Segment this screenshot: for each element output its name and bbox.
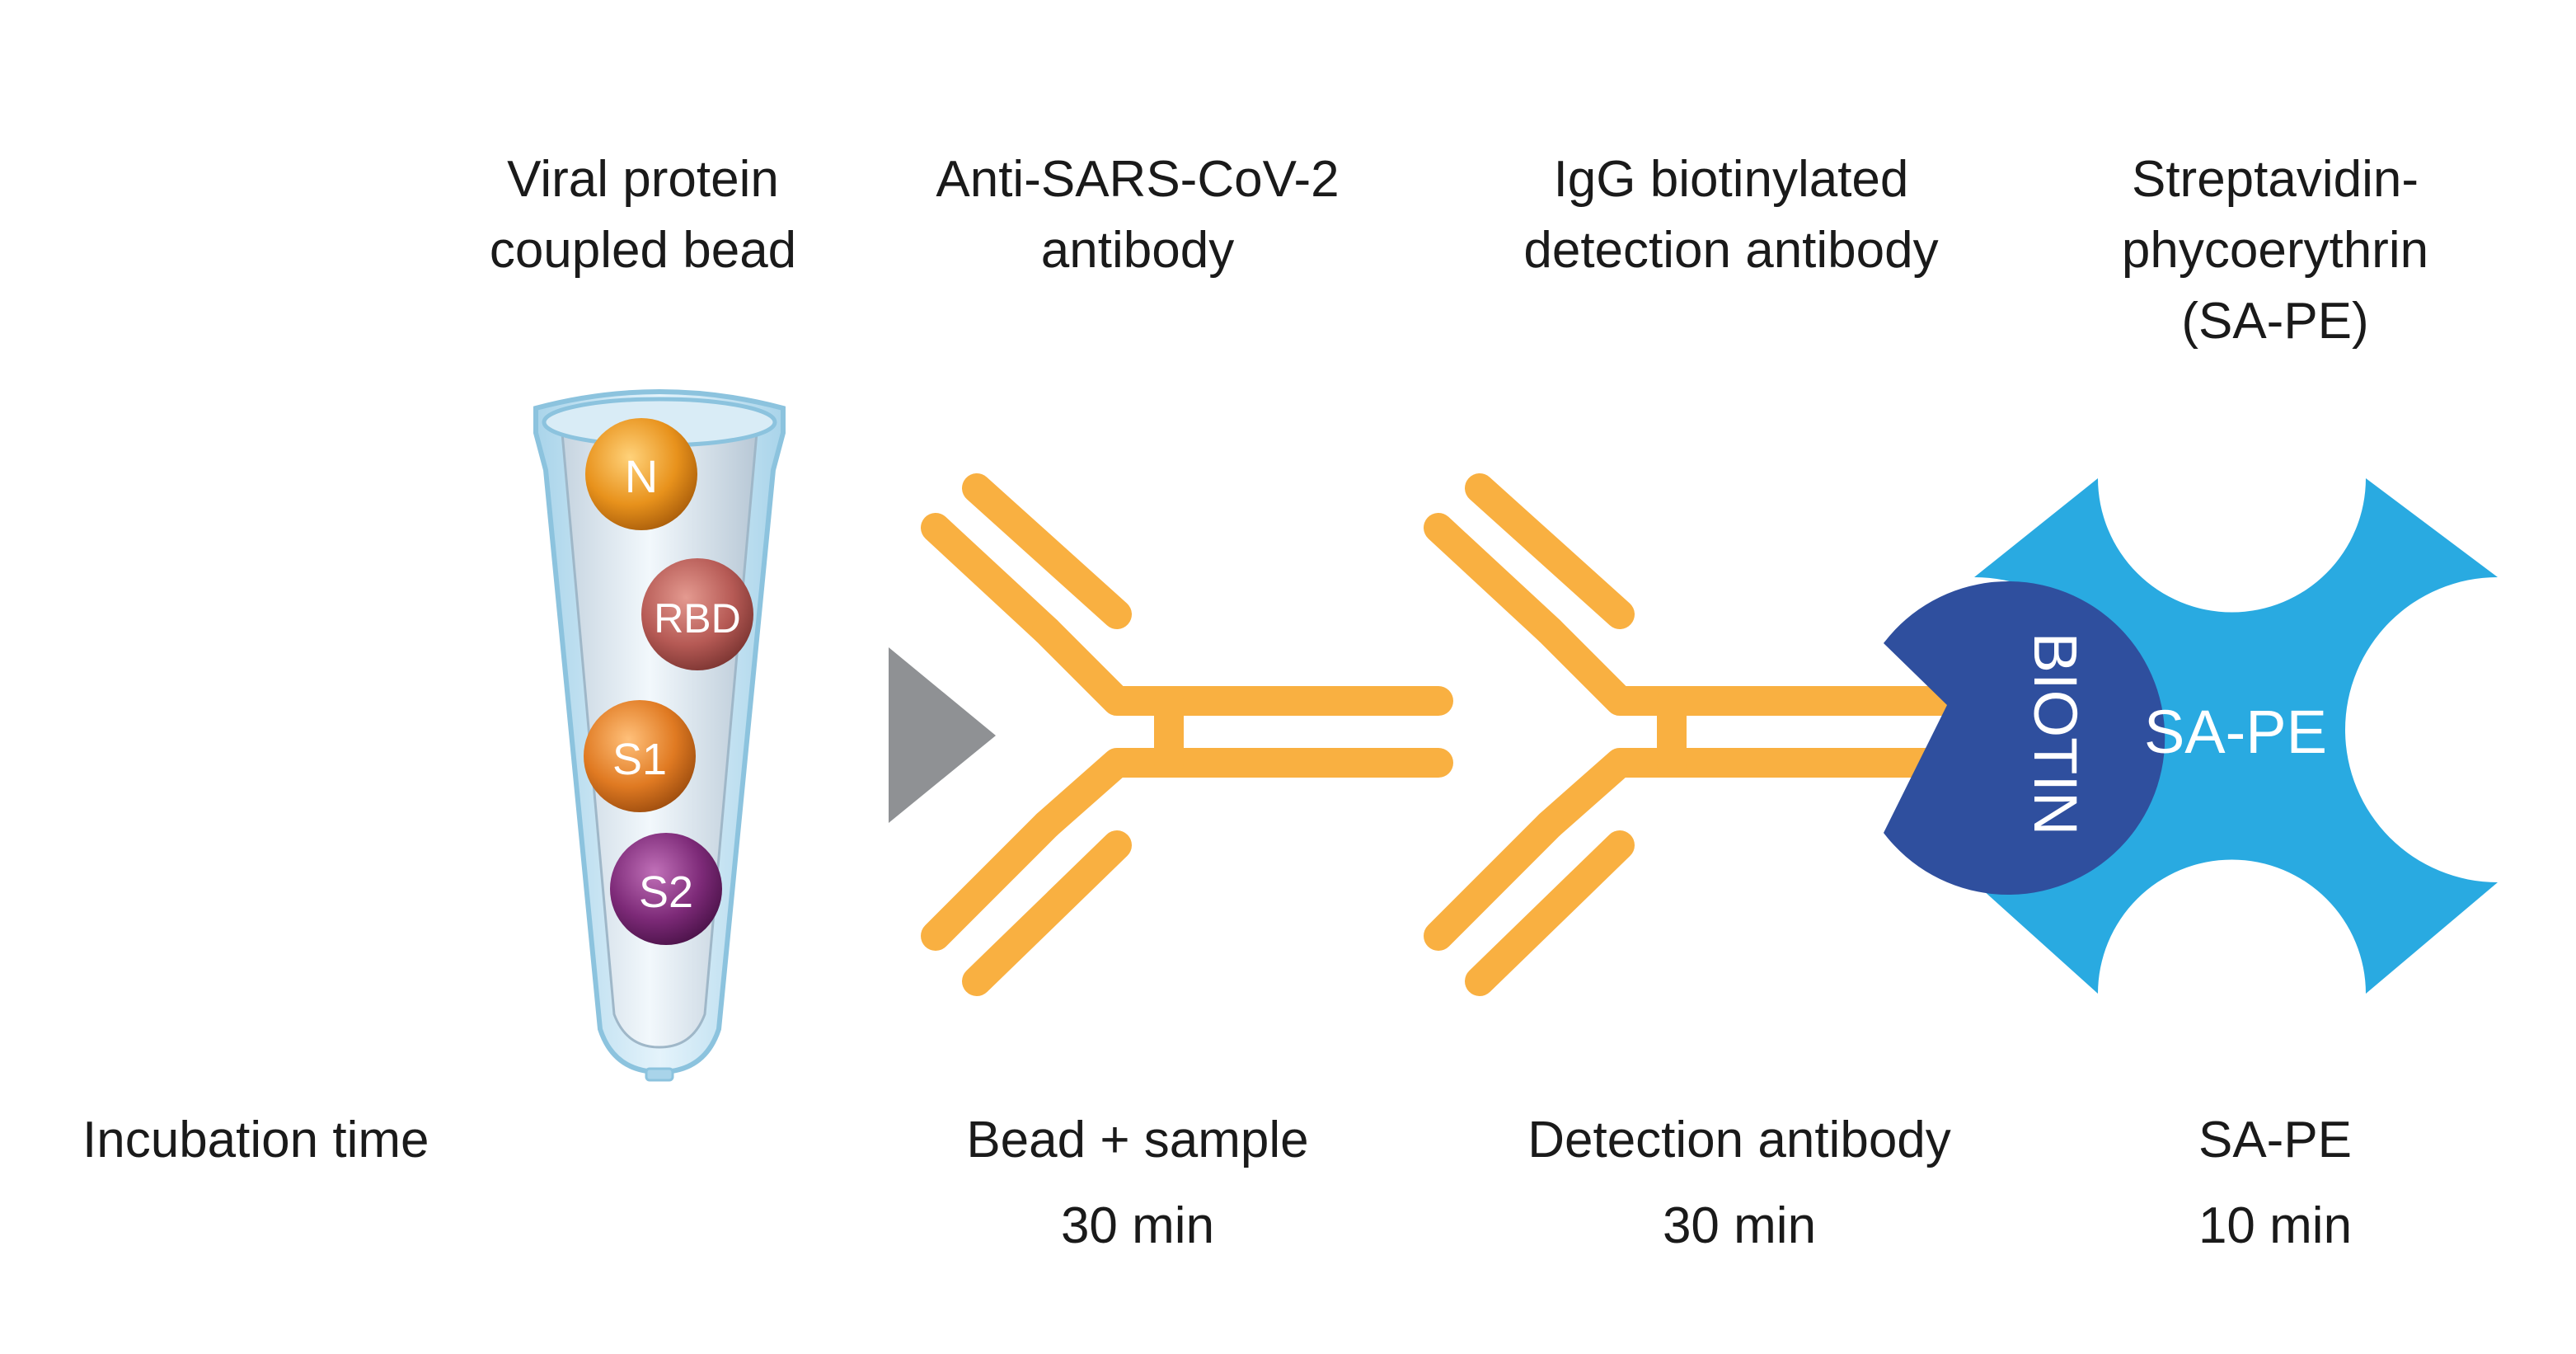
antibody-label-line-2: antibody <box>1040 222 1235 279</box>
detection-antibody-label: IgG biotinylated detection antibody <box>1393 144 2069 286</box>
detection-label-line-2: detection antibody <box>1523 222 1939 279</box>
bead-rbd-label: RBD <box>654 595 741 642</box>
antibody-label-line-1: Anti-SARS-CoV-2 <box>936 151 1340 208</box>
sape-label: Streptavidin- phycoerythrin (SA-PE) <box>1995 144 2555 357</box>
sape-center-label: SA-PE <box>2144 698 2327 766</box>
detection-antibody <box>1424 473 1956 996</box>
step-3-name: SA-PE <box>2198 1112 2353 1168</box>
sape-label-line-2: phycoerythrin <box>2121 222 2429 279</box>
step-3-time: 10 min <box>2198 1197 2353 1254</box>
bead-s1-label: S1 <box>612 735 667 784</box>
sape-molecule <box>1974 478 2498 994</box>
incubation-time-label: Incubation time <box>82 1112 429 1168</box>
step-1-name: Bead + sample <box>966 1112 1309 1168</box>
bead-s2: S2 <box>610 833 722 945</box>
bead-label-line-1: Viral protein <box>507 151 779 208</box>
bead-label-line-2: coupled bead <box>489 222 797 279</box>
antibody-label: Anti-SARS-CoV-2 antibody <box>833 144 1443 286</box>
bead-n: N <box>585 418 697 530</box>
bead-label: Viral protein coupled bead <box>363 144 923 286</box>
detection-label-line-1: IgG biotinylated <box>1553 151 1909 208</box>
step-sape: SA-PE 10 min <box>2020 1105 2531 1262</box>
sape-label-line-3: (SA-PE) <box>2181 293 2369 350</box>
bead-s2-label: S2 <box>639 867 693 917</box>
process-arrow <box>889 647 996 823</box>
biotin-molecule <box>1884 581 2165 895</box>
step-2-time: 30 min <box>1662 1197 1817 1254</box>
bead-rbd: RBD <box>641 558 753 670</box>
bead-s1: S1 <box>584 700 696 812</box>
anti-sars-cov-2-antibody <box>921 473 1453 996</box>
sape-label-line-1: Streptavidin- <box>2131 151 2419 208</box>
biotin-label: BIOTIN <box>2021 632 2090 836</box>
step-1-time: 30 min <box>1060 1197 1215 1254</box>
bead-n-label: N <box>625 450 658 502</box>
step-detection-antibody: Detection antibody 30 min <box>1401 1105 2077 1262</box>
step-bead-sample: Bead + sample 30 min <box>849 1105 1426 1262</box>
step-2-name: Detection antibody <box>1527 1112 1951 1168</box>
